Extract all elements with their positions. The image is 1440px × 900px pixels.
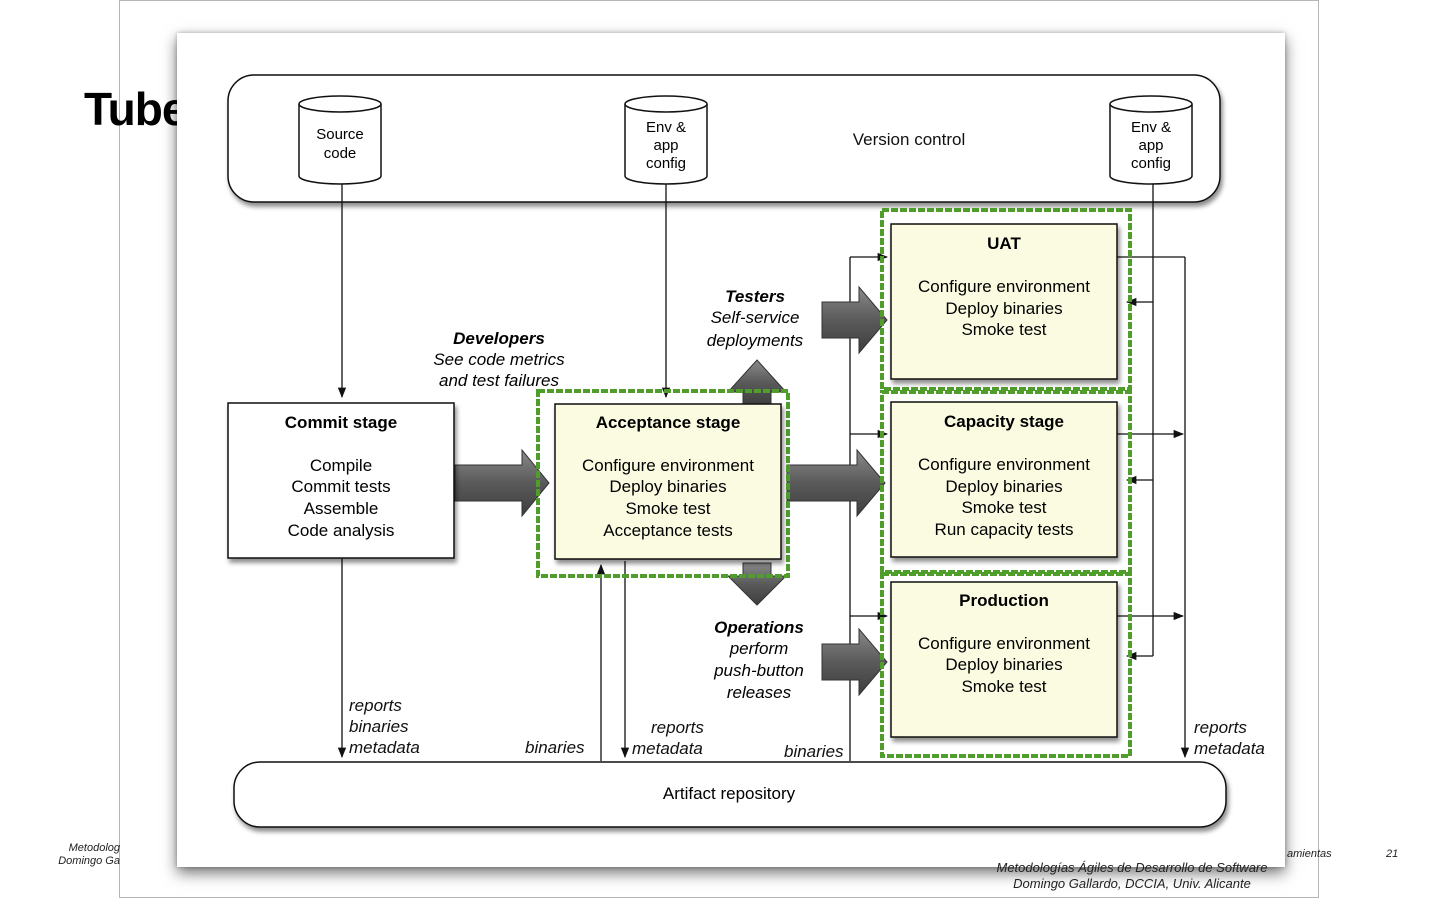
testers-line: Self-service (711, 308, 800, 327)
binaries-right-label: binaries (784, 742, 844, 761)
right-reports-label: reports (1194, 718, 1247, 737)
acceptance-up-fat-arrow (726, 359, 788, 406)
pipeline-figure: Version control Source code Env & app co… (177, 33, 1285, 867)
artifact-repository-label: Artifact repository (663, 784, 796, 803)
acceptance-step: Deploy binaries (609, 477, 726, 496)
page-number: 21 (1386, 848, 1399, 860)
env-config-cylinder-right: Env & app config (1109, 95, 1193, 185)
developers-annotation: Developers See code metrics and test fai… (433, 329, 565, 390)
operations-line: perform (729, 639, 789, 658)
pipeline-diagram: Version control Source code Env & app co… (227, 74, 1265, 828)
source-code-cylinder: Source code (298, 95, 382, 185)
uat-step: Smoke test (961, 320, 1046, 339)
production-highlight (880, 572, 1132, 758)
uat-box (890, 223, 1118, 380)
acceptance-step: Acceptance tests (603, 521, 732, 540)
acceptance-down-fat-arrow (726, 562, 788, 606)
artifact-repository-bar (233, 761, 1227, 828)
production-step: Deploy binaries (945, 655, 1062, 674)
production-title: Production (959, 591, 1049, 610)
binaries-left-label: binaries (525, 738, 585, 757)
commit-step: Compile (310, 456, 372, 475)
acceptance-to-capacity-fat-arrow (786, 448, 886, 518)
acceptance-highlight (536, 389, 790, 578)
commit-step: Commit tests (291, 477, 390, 496)
testers-fat-arrow (821, 285, 888, 355)
developers-line: and test failures (439, 371, 560, 390)
operations-annotation: Operations perform push-button releases (713, 618, 804, 702)
acceptance-metadata-label: metadata (632, 739, 703, 758)
production-box (890, 581, 1118, 738)
commit-stage-box (227, 402, 455, 559)
source-code-line2: code (324, 145, 357, 162)
commit-metadata-label: metadata (349, 738, 420, 757)
commit-to-acceptance-fat-arrow (454, 448, 550, 518)
right-metadata-label: metadata (1194, 739, 1265, 758)
env-left-line1: Env & (646, 119, 686, 136)
version-control-label: Version control (853, 130, 965, 149)
commit-reports-label: reports (349, 696, 402, 715)
acceptance-step: Smoke test (625, 499, 710, 518)
env-config-cylinder-left: Env & app config (624, 95, 708, 185)
commit-step: Code analysis (288, 521, 395, 540)
acceptance-stage-box (554, 403, 782, 560)
capacity-step: Run capacity tests (935, 520, 1074, 539)
env-right-line3: config (1131, 155, 1171, 172)
slide-footer-left: Metodolog Domingo Ga (56, 842, 120, 868)
acceptance-reports-label: reports (651, 718, 704, 737)
operations-line: push-button (713, 661, 804, 680)
developers-title: Developers (453, 329, 545, 348)
commit-binaries-label: binaries (349, 717, 409, 736)
env-left-line3: config (646, 155, 686, 172)
credit-line2: Domingo Gallardo, DCCIA, Univ. Alicante (1013, 876, 1251, 891)
capacity-step: Smoke test (961, 498, 1046, 517)
version-control-bar (227, 74, 1221, 203)
testers-annotation: Testers Self-service deployments (707, 287, 804, 350)
capacity-stage-title: Capacity stage (944, 412, 1064, 431)
commit-step: Assemble (304, 499, 379, 518)
figure-credit: Metodologías Ágiles de Desarrollo de Sof… (985, 860, 1279, 892)
env-left-line2: app (653, 137, 678, 154)
commit-stage-title: Commit stage (285, 413, 397, 432)
slide-footer-right: amientas (1287, 848, 1332, 860)
operations-fat-arrow (821, 627, 888, 697)
production-step: Smoke test (961, 677, 1046, 696)
acceptance-stage-title: Acceptance stage (596, 413, 741, 432)
slide-title: Tube (84, 83, 187, 135)
acceptance-step: Configure environment (582, 456, 754, 475)
capacity-step: Configure environment (918, 455, 1090, 474)
uat-title: UAT (987, 234, 1021, 253)
developers-line: See code metrics (433, 350, 565, 369)
uat-step: Configure environment (918, 277, 1090, 296)
operations-line: releases (727, 683, 792, 702)
uat-step: Deploy binaries (945, 299, 1062, 318)
operations-title: Operations (714, 618, 804, 637)
footer-left-line1: Metodolog (68, 842, 120, 854)
source-code-line1: Source (316, 126, 364, 143)
testers-title: Testers (725, 287, 785, 306)
footer-left-line2: Domingo Ga (58, 855, 120, 867)
env-right-line2: app (1138, 137, 1163, 154)
capacity-step: Deploy binaries (945, 477, 1062, 496)
testers-line: deployments (707, 331, 804, 350)
capacity-stage-box (890, 401, 1118, 558)
env-right-line1: Env & (1131, 119, 1171, 136)
production-step: Configure environment (918, 634, 1090, 653)
credit-line1: Metodologías Ágiles de Desarrollo de Sof… (996, 860, 1268, 875)
uat-highlight (880, 208, 1132, 391)
